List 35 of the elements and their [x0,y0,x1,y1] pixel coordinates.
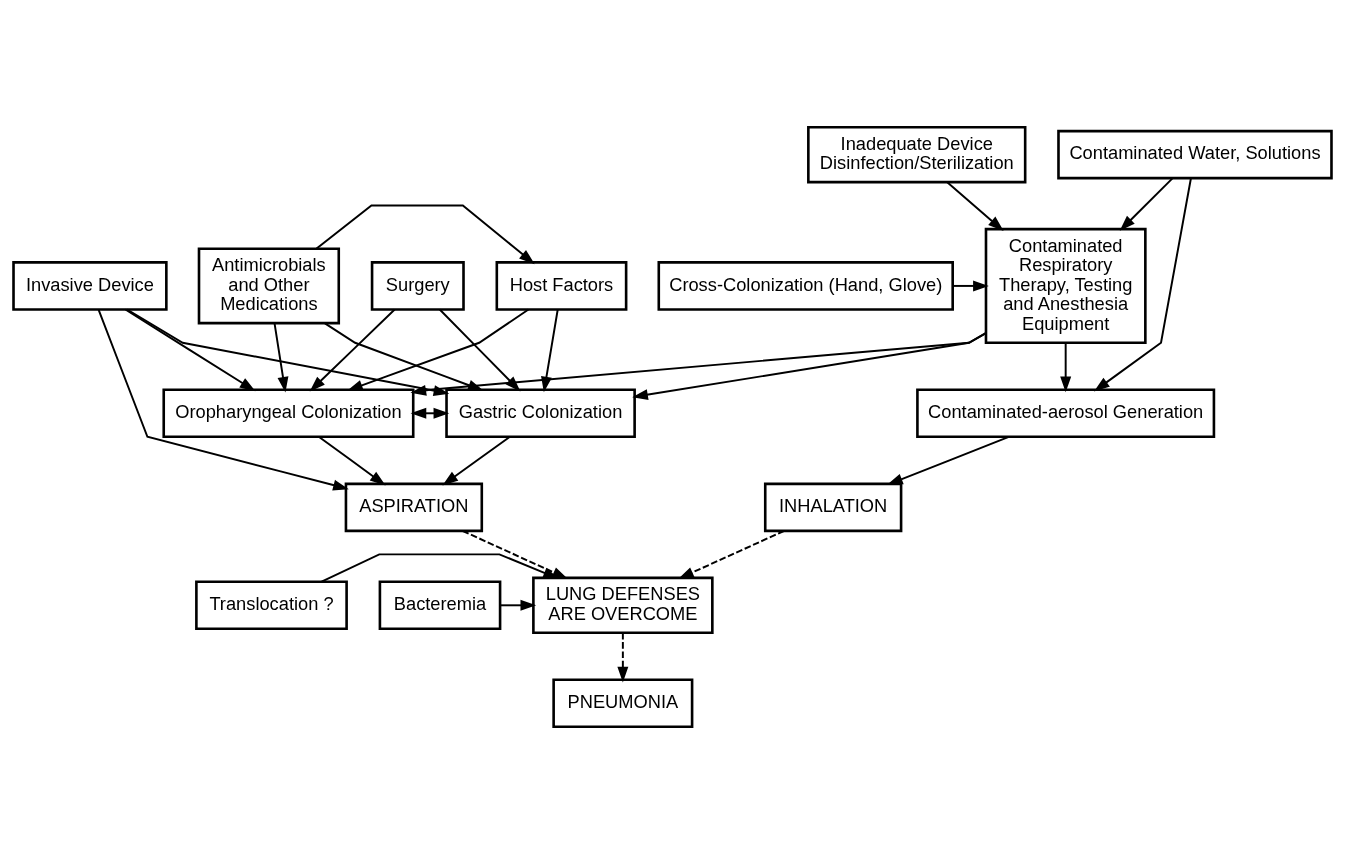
node-box: Cross-Colonization (Hand, Glove) [657,261,954,311]
arrow [1093,177,1192,392]
arrow [124,308,256,392]
node-box: ASPIRATION [344,482,484,533]
node-box: PNEUMONIA [552,678,694,729]
arrow [887,435,1010,485]
node-box: Antimicrobials and Other Medications [197,247,341,325]
node-box: Surgery [370,261,465,311]
node-box: Contaminated Respiratory Therapy, Testing and Anesthesia Equipment [984,227,1147,345]
node-box: Invasive Device [12,261,168,311]
node-box: Gastric Colonization [445,388,636,439]
arrow [97,308,349,491]
arrow [309,308,396,392]
arrow [318,436,386,486]
node-box: Translocation ? [195,580,348,631]
node-box: Contaminated-aerosol Generation [916,388,1216,439]
arrow [273,322,289,393]
node-box: Host Factors [495,261,628,311]
arrow [1119,177,1174,231]
arrow [632,332,987,401]
node-box: LUNG DEFENSES ARE OVERCOME [532,576,714,635]
arrow [617,632,629,683]
arrow [499,599,537,611]
arrow [442,436,511,486]
arrow [410,407,450,419]
node-box: Bacteremia [378,580,502,631]
arrow [1060,342,1072,393]
node-box: Inadequate Device Disinfection/Sterilization [807,125,1027,184]
arrow [315,204,535,265]
arrow [946,181,1004,232]
node-box: Oropharyngeal Colonization [162,388,415,439]
node-box: INHALATION [763,482,903,533]
node-box: Contaminated Water, Solutions [1057,129,1333,180]
arrow [678,530,785,579]
arrow [952,280,989,292]
